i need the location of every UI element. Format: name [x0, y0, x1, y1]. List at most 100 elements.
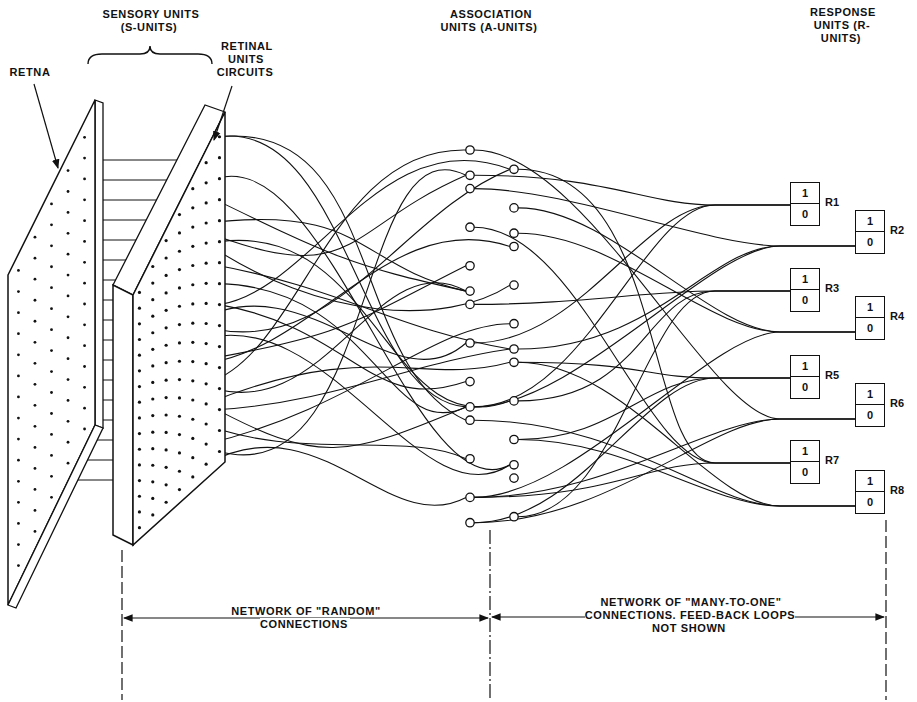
- plate-dot: [218, 177, 221, 180]
- plate-dot: [218, 450, 221, 453]
- retina-dot: [34, 257, 37, 260]
- association-unit: [466, 262, 474, 270]
- random-wire: [206, 176, 510, 470]
- retina-dot: [50, 307, 53, 310]
- unit-name: R3: [825, 282, 839, 294]
- retina-dot: [17, 332, 20, 335]
- leader-arrow: [214, 86, 232, 140]
- association-unit: [510, 229, 518, 237]
- retina-dot: [83, 136, 86, 139]
- random-wire: [219, 284, 466, 413]
- plate-dot: [218, 366, 221, 369]
- many-to-one-wire: [518, 169, 790, 463]
- retina-bottom-edge: [8, 425, 103, 608]
- plate-dot: [178, 231, 181, 234]
- retina-dot: [67, 295, 70, 298]
- random-wire: [219, 136, 466, 420]
- plate-dot: [205, 342, 208, 345]
- association-unit: [510, 461, 518, 469]
- plate-dot: [138, 432, 141, 435]
- plate-dot: [165, 239, 168, 242]
- state-one: 1: [856, 211, 884, 232]
- retina-dot: [67, 232, 70, 235]
- retina-dot: [50, 265, 53, 268]
- retina-dot: [17, 374, 20, 377]
- association-unit: [510, 435, 518, 443]
- retina-dot: [83, 282, 86, 285]
- plate-dot: [178, 433, 181, 436]
- association-unit: [466, 416, 474, 424]
- plate-dot: [191, 418, 194, 421]
- plate-dot: [218, 261, 221, 264]
- retina-dot: [50, 391, 53, 394]
- plate-dot: [205, 463, 208, 466]
- association-unit: [466, 455, 474, 463]
- plate-dot: [151, 298, 154, 301]
- state-one: 1: [791, 356, 819, 377]
- random-wire: [206, 404, 466, 448]
- plate-dot: [218, 408, 221, 411]
- retina-dot: [34, 446, 37, 449]
- bracket: [88, 46, 212, 64]
- retina-dot: [50, 244, 53, 247]
- retina-dot: [83, 219, 86, 222]
- random-wire: [193, 306, 466, 359]
- plate-dot: [218, 387, 221, 390]
- retina-dot: [83, 407, 86, 410]
- association-unit: [510, 513, 518, 521]
- association-unit: [466, 339, 474, 347]
- many-to-one-wire: [474, 332, 855, 497]
- unit-name: R6: [890, 397, 904, 409]
- response-unit: 10R7: [790, 440, 820, 484]
- association-unit: [466, 287, 474, 295]
- unit-name: R4: [890, 310, 904, 322]
- plate-dot: [218, 429, 221, 432]
- retina-dot: [17, 269, 20, 272]
- plate-dot: [218, 303, 221, 306]
- plate-dot: [218, 198, 221, 201]
- plate-dot: [178, 378, 181, 381]
- retina-dots: [17, 136, 86, 567]
- unit-name: R7: [825, 454, 839, 466]
- boundary-line: [121, 550, 122, 700]
- plate-dot: [138, 495, 141, 498]
- response-unit: 10R1: [790, 182, 820, 226]
- state-zero: 0: [856, 232, 884, 253]
- plate-dot: [165, 483, 168, 486]
- plate-dot: [178, 415, 181, 418]
- plate-dot: [165, 448, 168, 451]
- many-to-one-connections: [474, 150, 855, 523]
- many-to-one-wire: [474, 420, 855, 506]
- plate-dot: [191, 187, 194, 190]
- plate-dot: [151, 513, 154, 516]
- plate-dot: [191, 341, 194, 344]
- plate-dot: [205, 382, 208, 385]
- plate-dot: [151, 397, 154, 400]
- plate-dot: [165, 379, 168, 382]
- plate-dot: [178, 286, 181, 289]
- plate-dot: [178, 488, 181, 491]
- many-to-one-wire: [474, 291, 790, 304]
- retina-dot: [67, 211, 70, 214]
- plate-dot: [151, 348, 154, 351]
- retina-dot: [83, 178, 86, 181]
- random-wire: [193, 189, 466, 291]
- plate-dot: [151, 381, 154, 384]
- plate-dot: [138, 354, 141, 357]
- many-to-one-wire: [474, 205, 790, 407]
- plate-dot: [218, 219, 221, 222]
- retina-dot: [67, 169, 70, 172]
- label-text: ASSOCIATION UNITS (A-UNITS): [441, 8, 540, 33]
- retina-dot: [50, 412, 53, 415]
- retina-dot: [50, 454, 53, 457]
- plate-dot: [218, 345, 221, 348]
- retina-dot: [83, 365, 86, 368]
- retina-dot: [67, 274, 70, 277]
- plate-dot: [151, 431, 154, 434]
- plate-dot: [191, 360, 194, 363]
- many-to-one-wire: [518, 362, 855, 506]
- plate-dot: [165, 361, 168, 364]
- plate-dot: [138, 463, 141, 466]
- state-one: 1: [856, 471, 884, 492]
- retina-dot: [17, 459, 20, 462]
